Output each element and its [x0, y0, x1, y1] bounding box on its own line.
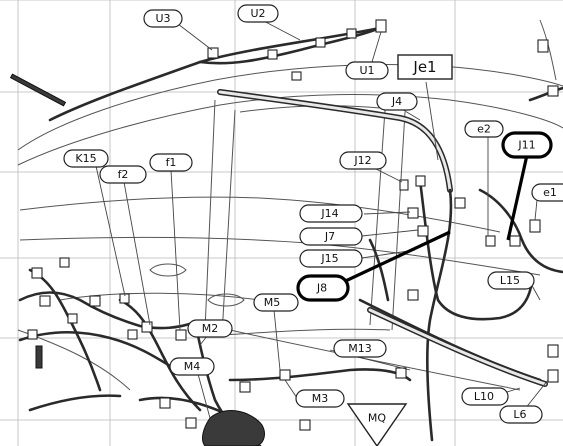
label-m13: M13: [333, 339, 387, 358]
harness-bundles: [18, 26, 563, 446]
label-l15: L15: [487, 271, 535, 290]
svg-text:L10: L10: [474, 390, 494, 403]
label-j7: J7: [299, 227, 363, 246]
svg-text:L15: L15: [500, 274, 520, 287]
label-mq: MQ: [346, 403, 408, 446]
label-f1: f1: [149, 153, 193, 172]
svg-text:M5: M5: [264, 296, 281, 309]
svg-text:J11: J11: [517, 139, 535, 152]
label-m5: M5: [253, 293, 299, 312]
svg-text:L6: L6: [513, 408, 526, 421]
label-e1: e1: [531, 183, 563, 202]
label-j14: J14: [299, 204, 363, 223]
label-u1: U1: [345, 61, 389, 80]
callout-labels: U3 U2 U1 Je1 J4 e2 J11 e1: [63, 4, 563, 446]
svg-text:M3: M3: [312, 392, 329, 405]
svg-text:J7: J7: [324, 230, 335, 243]
callout-pointers: [336, 154, 529, 287]
label-l6: L6: [499, 405, 543, 424]
label-f2: f2: [99, 165, 147, 184]
label-j11: J11: [501, 131, 553, 159]
label-k15: K15: [63, 149, 109, 168]
label-u3: U3: [143, 9, 183, 28]
svg-text:U2: U2: [250, 7, 265, 20]
svg-text:J14: J14: [320, 207, 338, 220]
svg-text:e1: e1: [543, 186, 557, 199]
label-je1: Je1: [397, 54, 453, 80]
label-m2: M2: [187, 319, 233, 338]
connectors: [9, 19, 559, 446]
svg-text:f1: f1: [166, 156, 177, 169]
label-j4: J4: [376, 92, 418, 111]
label-m3: M3: [295, 389, 345, 408]
label-l10: L10: [461, 387, 509, 406]
label-j12: J12: [339, 151, 387, 170]
svg-text:f2: f2: [118, 168, 129, 181]
svg-text:M4: M4: [184, 360, 201, 373]
label-u2: U2: [237, 4, 279, 23]
svg-text:M13: M13: [348, 342, 372, 355]
svg-text:MQ: MQ: [368, 412, 386, 425]
svg-text:J12: J12: [353, 154, 371, 167]
svg-text:J8: J8: [316, 282, 327, 295]
svg-text:U3: U3: [155, 12, 170, 25]
svg-text:e2: e2: [477, 123, 491, 136]
label-j8: J8: [296, 274, 350, 302]
label-j15: J15: [299, 249, 363, 268]
svg-text:J15: J15: [320, 252, 338, 265]
svg-text:J4: J4: [391, 95, 402, 108]
svg-text:M2: M2: [202, 322, 219, 335]
svg-text:K15: K15: [75, 152, 96, 165]
svg-text:U1: U1: [359, 64, 374, 77]
svg-text:Je1: Je1: [412, 58, 436, 76]
label-m4: M4: [169, 357, 215, 376]
label-e2: e2: [464, 120, 504, 138]
